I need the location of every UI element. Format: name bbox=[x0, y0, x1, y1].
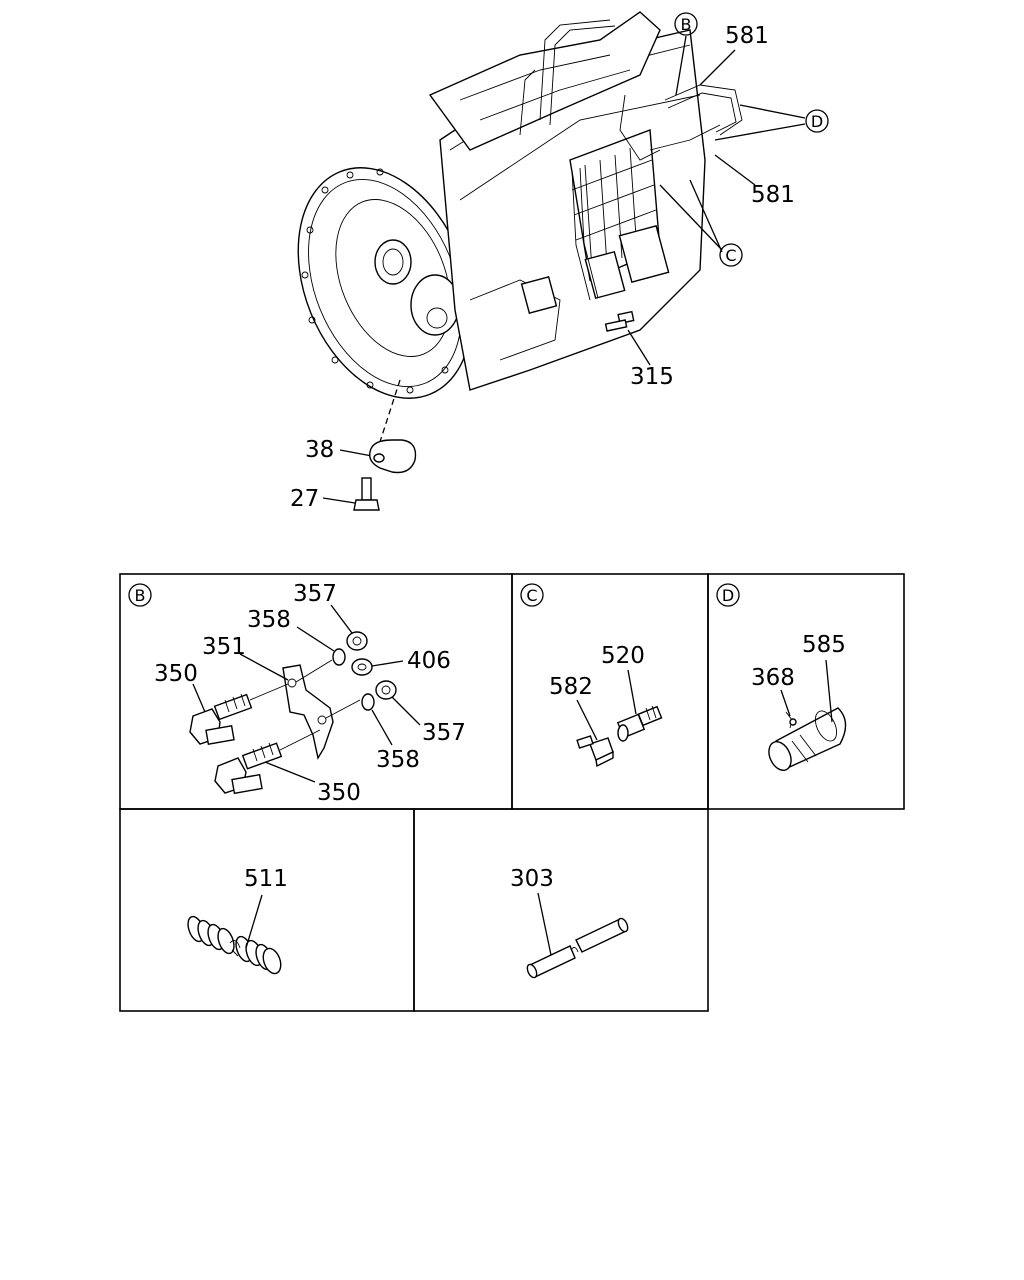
detail-panel-d: D 585 368 bbox=[716, 583, 847, 771]
detail-panel-b: B bbox=[128, 581, 466, 806]
panel-b-header: B bbox=[135, 586, 146, 605]
part-number-581-bottom: 581 bbox=[751, 182, 795, 208]
cover-plate-38 bbox=[369, 439, 417, 474]
washer-358-top bbox=[332, 648, 346, 666]
sensor-582 bbox=[576, 735, 614, 768]
part-number-511: 511 bbox=[244, 866, 288, 892]
bolt-315 bbox=[604, 310, 635, 332]
union-bolt-350-bottom bbox=[214, 742, 283, 795]
part-number-358-bottom: 358 bbox=[376, 747, 420, 773]
callout-b-letter: B bbox=[681, 15, 692, 34]
bracket-351 bbox=[282, 664, 334, 760]
bolt-27 bbox=[353, 477, 380, 511]
callout-c-letter: C bbox=[725, 246, 736, 265]
spacer-406 bbox=[351, 658, 373, 676]
fitting-520 bbox=[616, 705, 663, 742]
nut-357-bottom bbox=[375, 680, 397, 700]
callout-b: B bbox=[674, 12, 698, 36]
washer-358-bottom bbox=[361, 693, 375, 711]
detail-panel-511: 511 bbox=[187, 866, 288, 975]
callout-c: C bbox=[719, 243, 743, 267]
detail-panel-c: C 520 582 bbox=[520, 583, 663, 768]
main-leader-lines bbox=[322, 35, 806, 504]
transmission-assembly-illustration bbox=[297, 11, 743, 399]
part-number-357-top: 357 bbox=[293, 581, 337, 607]
part-number-357-bottom: 357 bbox=[422, 720, 466, 746]
part-number-27: 27 bbox=[290, 486, 319, 512]
union-bolt-350-top bbox=[189, 693, 253, 745]
part-number-315: 315 bbox=[630, 364, 674, 390]
detail-panel-303: 303 bbox=[510, 866, 629, 979]
panel-d-header: D bbox=[722, 586, 734, 605]
callout-d: D bbox=[805, 109, 829, 133]
part-number-581-top: 581 bbox=[725, 23, 769, 49]
part-number-350-bottom: 350 bbox=[317, 780, 361, 806]
part-number-351: 351 bbox=[202, 634, 246, 660]
part-number-358-top: 358 bbox=[247, 607, 291, 633]
part-number-520: 520 bbox=[601, 643, 645, 669]
tube-303 bbox=[526, 917, 629, 979]
callout-d-letter: D bbox=[811, 112, 823, 131]
part-number-582: 582 bbox=[549, 674, 593, 700]
part-number-406: 406 bbox=[407, 648, 451, 674]
boot-585 bbox=[768, 707, 847, 771]
part-number-303: 303 bbox=[510, 866, 554, 892]
spring-511 bbox=[187, 915, 282, 975]
panel-c-header: C bbox=[526, 586, 537, 605]
clip-368 bbox=[785, 711, 797, 729]
part-number-38: 38 bbox=[305, 437, 334, 463]
part-number-585: 585 bbox=[802, 632, 846, 658]
part-number-368: 368 bbox=[751, 665, 795, 691]
nut-357-top bbox=[346, 631, 368, 651]
detail-panel-frames bbox=[119, 573, 905, 1012]
part-number-350-top: 350 bbox=[154, 661, 198, 687]
